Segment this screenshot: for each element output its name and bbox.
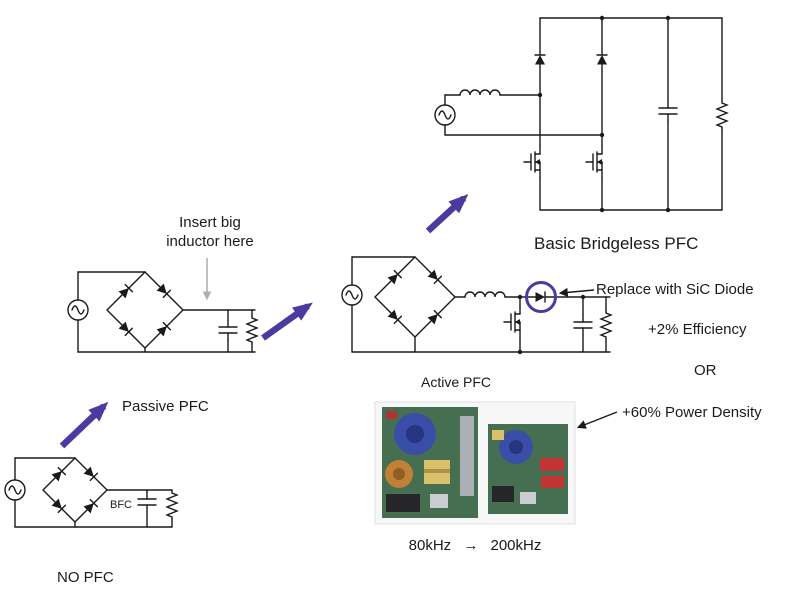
- pcb-photo: [374, 401, 576, 525]
- sic-callout-arrow: [558, 287, 595, 297]
- or-label: OR: [694, 362, 717, 379]
- diode-symbol: [534, 54, 546, 66]
- ac-source-symbol: [341, 284, 363, 306]
- progress-arrows: [59, 193, 469, 449]
- boost-diode-symbol: [534, 291, 546, 303]
- resistor-symbol: [600, 310, 612, 340]
- bridge-rectifier-symbol: [106, 271, 184, 349]
- inductor-symbol: [459, 89, 501, 96]
- passive-pfc-circuit: [67, 271, 258, 353]
- passive-pfc-label: Passive PFC: [122, 398, 209, 415]
- progress-arrow-1: [59, 401, 109, 449]
- progress-arrow-2: [261, 302, 313, 341]
- resistor-symbol: [716, 100, 728, 130]
- mosfet-symbol: [503, 305, 521, 339]
- film-capacitor: [540, 458, 564, 471]
- inductor-symbol: [464, 291, 506, 298]
- mosfet-symbol: [585, 145, 603, 179]
- film-capacitor: [541, 476, 564, 488]
- progress-arrow-3: [425, 193, 469, 234]
- no-pfc-circuit: [4, 457, 178, 528]
- replace-sic-diode-label: Replace with SiC Diode: [596, 281, 754, 298]
- capacitor-symbol: [137, 491, 157, 513]
- insert-inductor-annotation: Insert big inductor here: [166, 214, 254, 250]
- resistor-symbol: [166, 490, 178, 520]
- pcb-board-left: [382, 407, 478, 518]
- frequency-caption: 80kHz → 200kHz: [408, 537, 542, 554]
- bridge-rectifier-symbol: [42, 457, 108, 523]
- bfc-component-label: BFC: [110, 499, 132, 511]
- diode-symbol: [596, 54, 608, 66]
- power-density-benefit-label: +60% Power Density: [622, 404, 762, 421]
- active-pfc-circuit: [341, 256, 612, 355]
- capacitor-symbol: [658, 100, 678, 122]
- efficiency-benefit-label: +2% Efficiency: [648, 321, 747, 338]
- heatsink: [460, 416, 474, 496]
- bulk-capacitor: [386, 494, 420, 512]
- ac-source-symbol: [4, 479, 26, 501]
- basic-bridgeless-pfc-label: Basic Bridgeless PFC: [534, 234, 699, 253]
- resistor-symbol: [246, 315, 258, 345]
- bridgeless-pfc-circuit: [434, 15, 728, 213]
- active-pfc-label: Active PFC: [421, 374, 492, 390]
- bridge-rectifier-symbol: [374, 256, 456, 338]
- ac-source-symbol: [434, 104, 456, 126]
- power-density-callout-arrow: [576, 411, 618, 429]
- capacitor-symbol: [573, 314, 593, 336]
- mosfet-symbol: [523, 145, 541, 179]
- pcb-board-right: [488, 424, 568, 514]
- no-pfc-label: NO PFC: [57, 569, 114, 586]
- sic-diode-highlight-circle: [525, 281, 557, 313]
- capacitor-symbol: [218, 319, 238, 341]
- ac-source-symbol: [67, 299, 89, 321]
